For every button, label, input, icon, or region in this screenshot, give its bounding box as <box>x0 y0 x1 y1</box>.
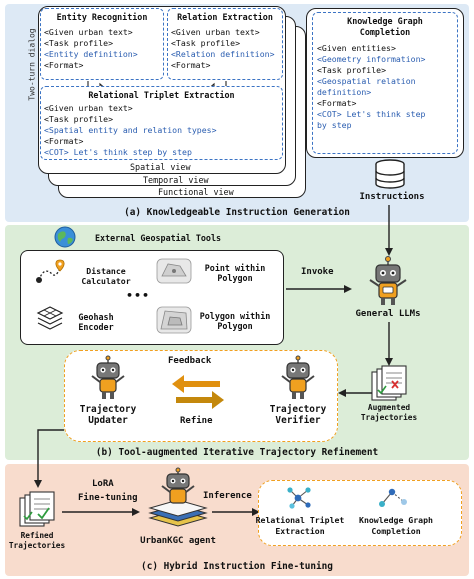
task-kgc-line-1: Knowledge Graph <box>359 515 433 525</box>
relation-line-4: <Format> <box>171 60 211 70</box>
view-label-spatial: Spatial view <box>130 162 191 172</box>
caption-c: (c) Hybrid Instruction Fine-tuning <box>141 561 333 572</box>
entity-line-1: <Given urban text> <box>44 27 133 37</box>
globe-icon <box>54 226 76 248</box>
entity-recognition-box: Entity Recognition <Given urban text> <T… <box>40 8 164 80</box>
point-within-polygon-icon <box>156 258 192 284</box>
general-llm-robot-icon <box>369 256 407 305</box>
fine-tuning-label: Fine-tuning <box>78 493 138 503</box>
instructions-label: Instructions <box>359 192 425 202</box>
relation-line-3: <Relation definition> <box>171 49 275 59</box>
tool-geohash-encoder: Geohash Encoder <box>78 312 114 332</box>
kgc-line-8: by step <box>317 120 352 130</box>
verifier-label-2: Verifier <box>275 415 321 426</box>
kgc-box: Knowledge Graph Completion <Given entiti… <box>312 12 458 154</box>
invoke-label: Invoke <box>301 267 334 277</box>
urbankgc-agent-icon <box>148 467 208 527</box>
kgc-line-7: <COT> Let's think step <box>317 109 426 119</box>
refined-label-2: Trajectories <box>8 541 66 550</box>
augmented-label-2: Trajectories <box>360 413 418 422</box>
augmented-label-1: Augmented <box>367 403 411 412</box>
triplet-line-3: <Spatial entity and relation types> <box>44 125 217 135</box>
task-kgc-line-2: Completion <box>371 526 421 536</box>
kg-completion-icon <box>379 488 407 507</box>
updater-label-2: Updater <box>88 415 128 426</box>
triplet-box-title: Relational Triplet Extraction <box>88 90 235 100</box>
verifier-label-1: Trajectory <box>269 404 327 415</box>
lora-label: LoRA <box>92 479 114 489</box>
tool-polygon-within-polygon: Polygon within Polygon <box>199 311 271 331</box>
cycle-arrows-icon <box>172 375 224 409</box>
geohash-encoder-icon <box>36 306 64 330</box>
feedback-label: Feedback <box>168 356 212 366</box>
triplet-extraction-graph-icon <box>287 487 311 509</box>
tool-point-within-polygon: Point within Polygon <box>204 263 266 283</box>
relation-line-1: <Given urban text> <box>171 27 260 37</box>
triplet-extraction-box: Relational Triplet Extraction <Given urb… <box>40 86 283 160</box>
kgc-line-6: <Format> <box>317 98 357 108</box>
view-label-temporal: Temporal view <box>143 175 209 185</box>
caption-b: (b) Tool-augmented Iterative Trajectory … <box>95 447 379 458</box>
relation-box-title: Relation Extraction <box>177 12 273 22</box>
kgc-line-2: <Geometry information> <box>317 54 426 64</box>
refine-label: Refine <box>180 416 213 426</box>
entity-line-3: <Entity definition> <box>44 49 138 59</box>
triplet-line-1: <Given urban text> <box>44 103 133 113</box>
urbankgc-agent-label: UrbanKGC agent <box>140 536 216 546</box>
relation-line-2: <Task profile> <box>171 38 241 48</box>
triplet-line-5: <COT> Let's think step by step <box>44 147 192 157</box>
kgc-line-1: <Given entities> <box>317 43 396 53</box>
entity-box-title: Entity Recognition <box>56 12 148 22</box>
refined-label-1: Refined <box>20 531 54 540</box>
triplet-line-4: <Format> <box>44 136 84 146</box>
distance-calculator-icon <box>36 259 65 283</box>
kgc-line-5: definition> <box>317 87 372 97</box>
entity-line-4: <Format> <box>44 60 84 70</box>
tool-distance-calculator: Distance Calculator <box>81 266 131 286</box>
entity-line-2: <Task profile> <box>44 38 114 48</box>
kgc-title-1: Knowledge Graph <box>347 16 423 26</box>
caption-a: (a) Knowledgeable Instruction Generation <box>124 207 350 218</box>
refined-trajectories-icon <box>19 491 55 527</box>
trajectory-verifier-robot-icon <box>281 355 315 399</box>
task-triplet-line-2: Extraction <box>275 526 325 536</box>
trajectory-updater-robot-icon <box>91 355 125 399</box>
kgc-title-2: Completion <box>359 27 411 37</box>
tools-title: External Geospatial Tools <box>95 233 222 243</box>
view-label-functional: Functional view <box>158 187 234 197</box>
updater-label-1: Trajectory <box>79 404 137 415</box>
kgc-line-3: <Task profile> <box>317 65 387 75</box>
polygon-within-polygon-icon <box>156 306 192 334</box>
task-triplet-line-1: Relational Triplet <box>255 515 345 525</box>
augmented-trajectories-icon <box>371 365 407 401</box>
database-icon <box>375 159 405 189</box>
kgc-line-4: <Geospatial relation <box>317 76 416 86</box>
relation-extraction-box: Relation Extraction <Given urban text> <… <box>167 8 283 80</box>
tools-ellipsis: ••• <box>126 289 151 302</box>
general-llms-label: General LLMs <box>355 309 421 319</box>
triplet-line-2: <Task profile> <box>44 114 114 124</box>
inference-label: Inference <box>203 491 252 501</box>
